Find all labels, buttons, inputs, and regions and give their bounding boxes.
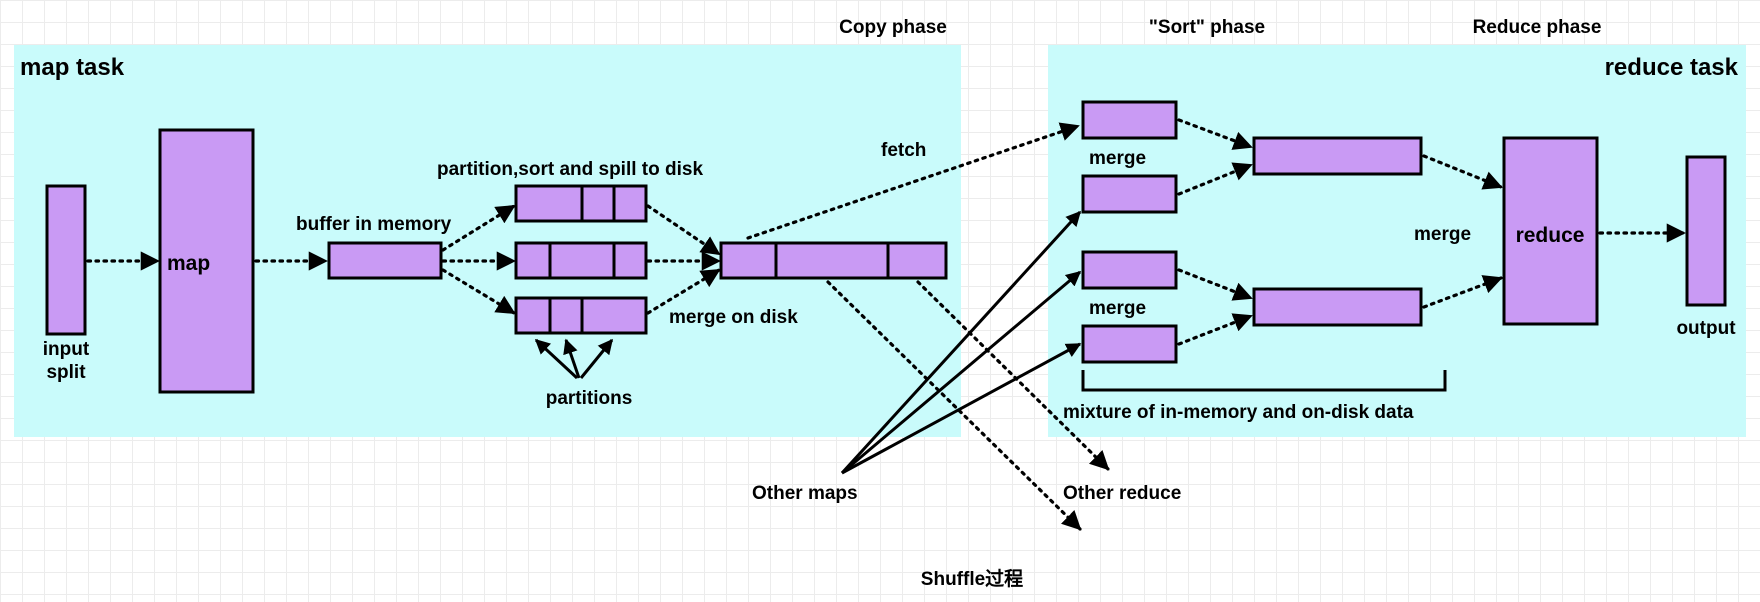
other-reduce-label: Other reduce — [1063, 483, 1181, 504]
reduce-box — [1502, 136, 1599, 326]
merge-label-top: merge — [1089, 148, 1146, 169]
input-split-label-line1: input — [43, 339, 90, 360]
mixture-bracket — [1081, 370, 1447, 392]
arrow-buffer-to-spill-1 — [441, 204, 516, 252]
fetched-segment-1 — [1081, 100, 1178, 140]
arrow-merged-top-to-reduce — [1422, 154, 1503, 190]
buffer-label: buffer in memory — [296, 214, 452, 235]
arrow-buffer-to-spill-3 — [441, 268, 516, 315]
fetch-label: fetch — [881, 140, 926, 161]
partition-sort-spill-label: partition,sort and spill to disk — [437, 159, 703, 180]
caption: Shuffle过程 — [921, 568, 1023, 590]
arrow-fetch — [746, 122, 1080, 240]
merge-on-disk-label: merge on disk — [669, 307, 798, 328]
arrow-seg3-to-merged-bottom — [1177, 268, 1253, 301]
spill-file-2 — [514, 241, 648, 280]
arrow-other-map-1 — [840, 210, 1082, 475]
arrow-seg1-to-merged-top — [1177, 118, 1253, 150]
buffer-box — [327, 241, 443, 280]
reduce-task-title: reduce task — [1605, 54, 1739, 81]
input-split-label-line2: split — [46, 362, 86, 383]
reduce-phase-title: Reduce phase — [1473, 17, 1602, 38]
spill-file-3 — [514, 296, 648, 335]
arrow-merged-bottom-to-reduce — [1422, 275, 1503, 309]
input-split-box — [45, 184, 87, 336]
arrow-seg4-to-merged-bottom — [1177, 313, 1253, 346]
sort-phase-title: "Sort" phase — [1149, 17, 1265, 38]
fetched-segment-4 — [1081, 324, 1178, 364]
partition-pointer-3 — [579, 338, 614, 379]
map-task-panel — [14, 45, 961, 437]
arrow-other-reduce-2 — [826, 280, 1082, 531]
merge-label-right: merge — [1414, 224, 1471, 245]
spill-file-1 — [514, 184, 648, 223]
output-box — [1685, 155, 1727, 307]
fetched-segment-3 — [1081, 250, 1178, 290]
fetched-segment-2 — [1081, 174, 1178, 214]
merged-segment-bottom — [1252, 287, 1423, 327]
reduce-label: reduce — [1516, 224, 1585, 247]
output-label: output — [1676, 318, 1736, 339]
merge-label-bottom: merge — [1089, 298, 1146, 319]
arrow-spill-1-to-merged — [646, 204, 721, 256]
partition-pointer-2 — [563, 338, 581, 379]
partition-pointer-1 — [534, 338, 579, 380]
merged-segment-top — [1252, 136, 1423, 176]
arrow-seg2-to-merged-top — [1177, 162, 1253, 196]
map-task-title: map task — [20, 54, 125, 81]
mixture-label: mixture of in-memory and on-disk data — [1063, 402, 1414, 423]
other-maps-label: Other maps — [752, 483, 858, 504]
copy-phase-title: Copy phase — [839, 17, 947, 38]
merged-map-output — [719, 241, 948, 280]
partitions-label: partitions — [546, 388, 633, 409]
map-box — [158, 128, 255, 394]
arrow-other-map-3 — [841, 342, 1082, 475]
map-label: map — [167, 252, 210, 275]
arrow-spill-3-to-merged — [646, 268, 721, 315]
arrow-other-map-2 — [841, 270, 1082, 475]
